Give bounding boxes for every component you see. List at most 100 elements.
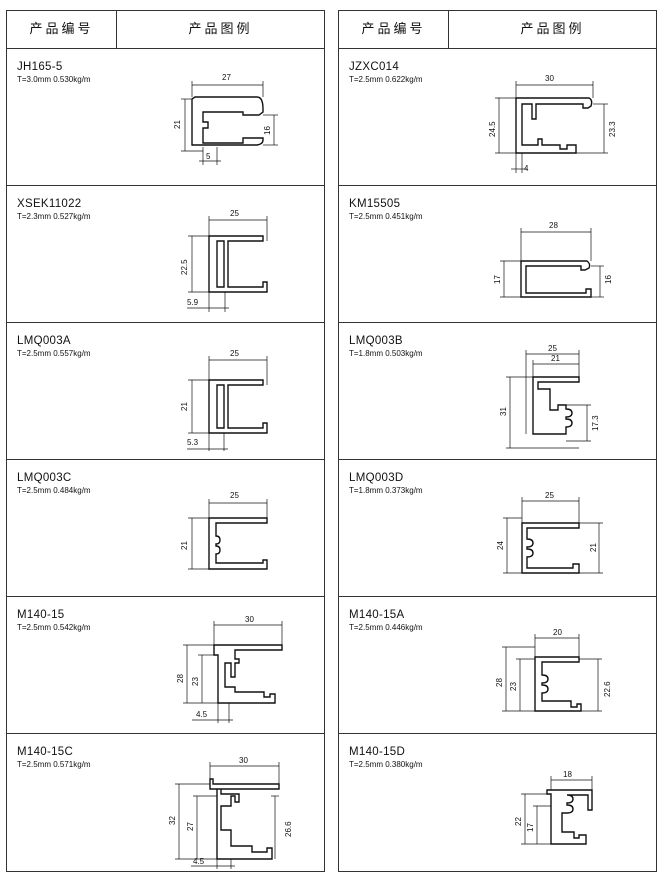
product-code: M140-15 <box>17 609 65 621</box>
product-spec: T=2.5mm 0.622kg/m <box>349 75 423 84</box>
product-code: LMQ003C <box>17 472 72 484</box>
header-product-figure: 产品图例 <box>188 22 253 37</box>
profile-drawing-m140-15: 30 28 23 4.5 <box>176 615 283 723</box>
product-row: LMQ003D T=1.8mm 0.373kg/m 25 24 21 <box>339 460 656 597</box>
dimension-label: 4.5 <box>196 710 208 719</box>
product-spec: T=2.5mm 0.557kg/m <box>17 349 91 358</box>
product-code: LMQ003D <box>349 472 404 484</box>
product-code: LMQ003A <box>17 335 71 347</box>
product-spec: T=3.0mm 0.530kg/m <box>17 75 91 84</box>
product-row: M140-15 T=2.5mm 0.542kg/m 30 28 23 4.5 <box>7 597 324 734</box>
catalog-table-right: 产品编号 产品图例 JZXC014 T=2.5mm 0.622kg/m 30 2… <box>338 10 657 872</box>
dimension-label: 21 <box>173 120 182 129</box>
product-spec: T=2.5mm 0.446kg/m <box>349 623 423 632</box>
product-code: KM15505 <box>349 198 401 210</box>
dimension-label: 25 <box>230 349 239 358</box>
profile-drawing-lmq003a: 25 21 5.3 <box>180 349 268 451</box>
dimension-lines <box>181 81 278 165</box>
dimension-lines <box>500 228 604 298</box>
header-product-code: 产品编号 <box>7 11 117 49</box>
dimension-label: 17.3 <box>591 415 600 431</box>
dimension-label: 21 <box>589 543 598 552</box>
profile-drawing-xsek11022: 25 22.5 5.9 <box>180 209 268 312</box>
catalog-table-left: 产品编号 产品图例 JH165-5 T=3.0mm 0.530kg/m 27 2… <box>6 10 325 872</box>
dimension-label: 25 <box>230 491 239 500</box>
dimension-label: 32 <box>168 816 177 825</box>
product-spec: T=1.8mm 0.373kg/m <box>349 486 423 495</box>
dimension-label: 18 <box>563 770 572 779</box>
profile-drawing-lmq003b: 25 21 31 17.3 <box>499 344 600 449</box>
profile-drawing-lmq003c: 25 21 <box>180 491 268 570</box>
dimension-label: 30 <box>245 615 254 624</box>
profile-drawing-jzxc014: 30 24.5 23.3 4 <box>488 74 617 173</box>
dimension-lines <box>183 621 283 723</box>
product-code: M140-15D <box>349 746 406 758</box>
dimension-label: 16 <box>263 126 272 135</box>
profile-drawing-m140-15c: 30 32 27 26.6 4.5 <box>168 756 293 869</box>
dimension-label: 21 <box>180 541 189 550</box>
profile-outline <box>532 376 580 435</box>
dimension-label: 25 <box>230 209 239 218</box>
profile-drawing-m140-15a: 20 28 23 22.6 <box>495 628 612 712</box>
dimension-label: 22 <box>514 817 523 826</box>
product-spec: T=2.3mm 0.527kg/m <box>17 212 91 221</box>
dimension-label: 17 <box>493 275 502 284</box>
product-row: M140-15C T=2.5mm 0.571kg/m 30 32 27 26.6… <box>7 734 324 872</box>
product-code: LMQ003B <box>349 335 403 347</box>
dimension-label: 27 <box>222 73 231 82</box>
dimension-label: 30 <box>239 756 248 765</box>
product-spec: T=1.8mm 0.503kg/m <box>349 349 423 358</box>
product-code: M140-15A <box>349 609 405 621</box>
product-row: LMQ003B T=1.8mm 0.503kg/m 25 21 31 17.3 <box>339 323 656 460</box>
product-spec: T=2.5mm 0.542kg/m <box>17 623 91 632</box>
dimension-lines <box>188 499 268 570</box>
dimension-label: 25 <box>545 491 554 500</box>
dimension-lines <box>502 634 602 712</box>
dimension-label: 28 <box>549 221 558 230</box>
dimension-label: 22.5 <box>180 259 189 275</box>
dimension-label: 20 <box>553 628 562 637</box>
profile-outline <box>191 96 264 146</box>
dimension-lines <box>495 81 608 173</box>
product-spec: T=2.5mm 0.571kg/m <box>17 760 91 769</box>
profile-outline <box>546 789 593 845</box>
dimension-label: 21 <box>180 402 189 411</box>
dimension-label: 28 <box>495 678 504 687</box>
dimension-label: 5.9 <box>187 298 199 307</box>
dimension-lines <box>187 356 268 451</box>
table-header: 产品编号 产品图例 <box>7 11 324 49</box>
dimension-label: 27 <box>186 822 195 831</box>
dimension-label: 23 <box>509 682 518 691</box>
product-row: JH165-5 T=3.0mm 0.530kg/m 27 21 16 5 <box>7 49 324 186</box>
product-row: LMQ003C T=2.5mm 0.484kg/m 25 21 <box>7 460 324 597</box>
profile-drawing-lmq003d: 25 24 21 <box>496 491 603 574</box>
profile-outline <box>208 235 268 293</box>
dimension-label: 5 <box>206 152 211 161</box>
profile-drawing-jh165-5: 27 21 16 5 <box>173 73 278 165</box>
product-spec: T=2.5mm 0.451kg/m <box>349 212 423 221</box>
profile-outline <box>515 97 593 154</box>
profile-outline <box>209 778 280 860</box>
dimension-lines <box>503 497 603 574</box>
product-row: XSEK11022 T=2.3mm 0.527kg/m 25 22.5 5.9 <box>7 186 324 323</box>
dimension-label: 23.3 <box>608 121 617 137</box>
product-code: JZXC014 <box>349 61 400 73</box>
dimension-label: 4.5 <box>193 857 205 866</box>
profile-outline <box>534 656 582 712</box>
dimension-label: 16 <box>604 275 613 284</box>
dimension-lines <box>175 762 280 869</box>
profile-outline <box>521 522 580 574</box>
dimension-label: 5.3 <box>187 438 199 447</box>
dimension-label: 25 <box>548 344 557 353</box>
product-row: KM15505 T=2.5mm 0.451kg/m 28 17 16 <box>339 186 656 323</box>
product-code: XSEK11022 <box>17 198 82 210</box>
profile-outline <box>520 260 592 298</box>
dimension-label: 30 <box>545 74 554 83</box>
profile-drawing-km15505: 28 17 16 <box>493 221 613 298</box>
profile-outline <box>213 644 283 704</box>
product-code: JH165-5 <box>17 61 63 73</box>
dimension-lines <box>506 350 591 449</box>
product-spec: T=2.5mm 0.484kg/m <box>17 486 91 495</box>
product-spec: T=2.5mm 0.380kg/m <box>349 760 423 769</box>
header-product-code: 产品编号 <box>339 11 449 49</box>
